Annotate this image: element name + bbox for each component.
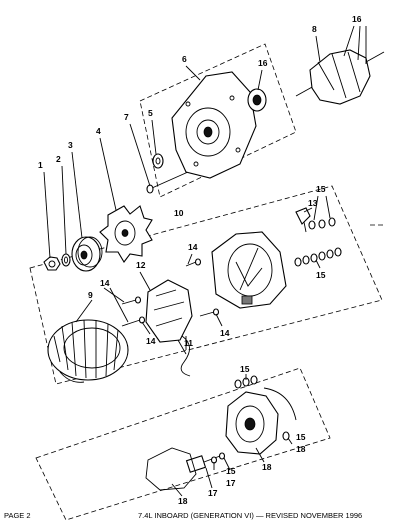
callout-13: 13 — [308, 198, 318, 208]
nut-part — [43, 256, 61, 271]
gasket-part — [145, 447, 197, 491]
callout-10: 10 — [174, 208, 184, 218]
rear-cover-part — [225, 387, 297, 455]
callout-8: 8 — [312, 24, 317, 34]
terminal-part — [295, 207, 311, 233]
callout-18-gasket: 18 — [178, 496, 188, 506]
rectifier-bridge-part — [145, 279, 193, 355]
callout-18-cover-right: 18 — [296, 444, 306, 454]
callout-14-right: 14 — [220, 328, 230, 338]
rear-housing-part — [211, 231, 287, 309]
front-housing-part — [171, 71, 257, 179]
callout-7: 7 — [124, 112, 129, 122]
callout-16-bearing: 16 — [258, 58, 268, 68]
callout-4: 4 — [96, 126, 101, 136]
bearing-part — [247, 88, 267, 112]
callout-15-mid: 15 — [316, 270, 326, 280]
washer-set-part — [294, 217, 342, 267]
rear-housing-group-outline — [29, 185, 383, 385]
fan-part — [99, 205, 153, 263]
callout-1: 1 — [38, 160, 43, 170]
footer-revision-label: 7.4L INBOARD (GENERATION VI) — REVISED N… — [138, 511, 363, 520]
callout-15-brush: 15 — [226, 466, 236, 476]
callout-17-brush-right: 17 — [226, 478, 236, 488]
callout-2: 2 — [56, 154, 61, 164]
rotor-part — [295, 49, 385, 105]
callout-12: 12 — [136, 260, 146, 270]
callout-6: 6 — [182, 54, 187, 64]
callout-9: 9 — [88, 290, 93, 300]
callout-16-rotor: 16 — [352, 14, 362, 24]
callout-15-cover-right: 15 — [296, 432, 306, 442]
callout-14-lower: 14 — [146, 336, 156, 346]
front-housing-group-outline — [139, 43, 297, 198]
wire-part — [180, 335, 191, 377]
footer-page-label: PAGE 2 — [4, 511, 31, 520]
callout-5: 5 — [148, 108, 153, 118]
screw-set-part — [121, 258, 220, 327]
rear-cover-nuts-part — [234, 375, 290, 441]
through-bolt-part — [146, 171, 189, 194]
callout-labels: 1 2 3 4 5 7 6 8 16 16 10 13 15 14 12 15 … — [38, 14, 362, 506]
washer-part — [61, 253, 71, 267]
callout-15-cover-top: 15 — [240, 364, 250, 374]
stator-part — [47, 319, 129, 383]
brush-holder-part — [185, 452, 226, 473]
callout-18-cover: 18 — [262, 462, 272, 472]
callout-3: 3 — [68, 140, 73, 150]
rear-cover-group-outline — [35, 367, 331, 521]
callout-11: 11 — [184, 338, 193, 348]
callout-17-brush: 17 — [208, 488, 218, 498]
callout-15-upper: 15 — [316, 184, 326, 194]
callout-14-upper: 14 — [188, 242, 198, 252]
pulley-part — [71, 236, 103, 272]
callout-14-left: 14 — [100, 278, 110, 288]
leader-lines — [43, 25, 367, 497]
spacer-part — [152, 153, 164, 169]
